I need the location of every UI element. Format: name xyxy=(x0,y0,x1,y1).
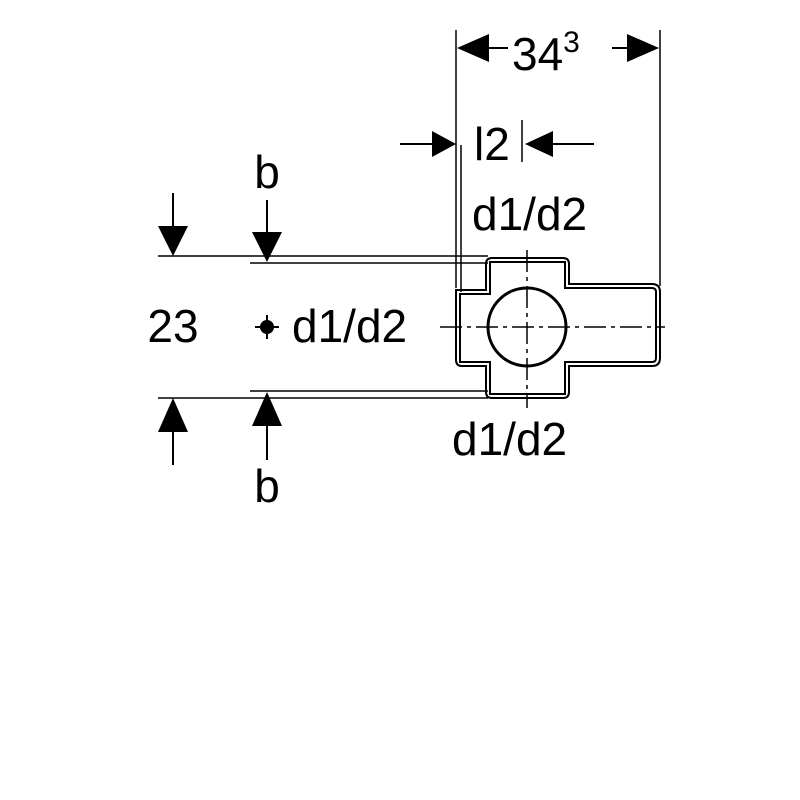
arrowhead-width-left xyxy=(457,34,489,62)
arrowhead-l2-left xyxy=(432,131,456,157)
arrowhead-l2-right xyxy=(525,131,553,157)
port-label-left: d1/d2 xyxy=(292,300,407,352)
arrowhead-23-bottom xyxy=(158,398,188,432)
arrowhead-b-top xyxy=(252,232,282,262)
port-label-top: d1/d2 xyxy=(472,188,587,240)
dimension-height-label: 23 xyxy=(147,300,198,352)
dimension-width-value: 34 xyxy=(512,28,563,80)
fitting-outline-inner xyxy=(459,261,657,395)
spacing-label-bottom: b xyxy=(254,460,280,512)
dimension-width-label: 343 xyxy=(512,26,580,80)
arrowhead-23-top xyxy=(158,226,188,256)
fitting-outline-outer xyxy=(455,257,661,399)
arrowhead-width-right xyxy=(627,34,659,62)
port-label-bottom: d1/d2 xyxy=(452,413,567,465)
dimension-offset-label: l2 xyxy=(474,118,510,170)
dimension-width-superscript: 3 xyxy=(563,26,580,59)
arrowhead-b-bottom xyxy=(252,392,282,426)
spacing-label-top: b xyxy=(254,146,280,198)
